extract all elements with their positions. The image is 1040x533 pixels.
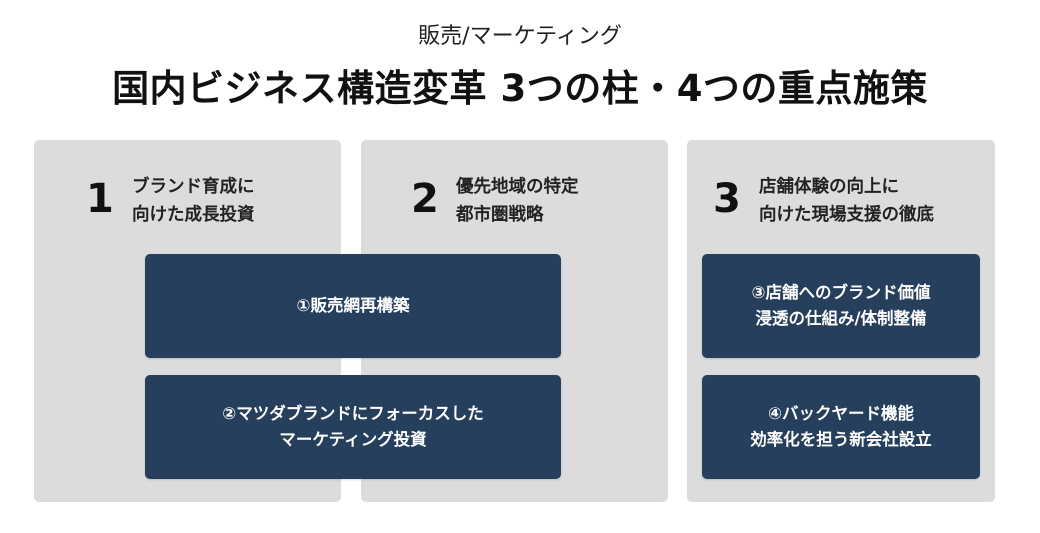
page-subtitle: 販売/マーケティング (418, 24, 622, 49)
measure-label-line: 効率化を担う新会社設立 (750, 430, 932, 449)
measure-label-line: マーケティング投資 (279, 430, 427, 449)
pillar-number: 2 (411, 176, 439, 222)
measure-4-box: ④バックヤード機能 効率化を担う新会社設立 (702, 375, 980, 479)
measure-label-line: ④バックヤード機能 (768, 404, 914, 423)
pillar-label-line: 優先地域の特定 (456, 177, 579, 197)
pillar-label: 店舗体験の向上に 向けた現場支援の徹底 (759, 173, 934, 229)
measure-label-line: ③店舗へのブランド価値 (751, 283, 931, 302)
measure-2-box: ②マツダブランドにフォーカスした マーケティング投資 (145, 375, 561, 479)
pillar-label-line: 都市圏戦略 (456, 205, 544, 225)
measure-label-line: 浸透の仕組み/体制整備 (755, 309, 927, 328)
pillar-label-line: ブランド育成に (132, 177, 255, 197)
pillar-label-line: 店舗体験の向上に (759, 177, 899, 197)
pillar-label: 優先地域の特定 都市圏戦略 (456, 173, 579, 229)
pillar-label-line: 向けた現場支援の徹底 (759, 205, 934, 225)
measure-3-box: ③店舗へのブランド価値 浸透の仕組み/体制整備 (702, 254, 980, 358)
page-title: 国内ビジネス構造変革 3つの柱・4つの重点施策 (112, 67, 928, 110)
pillar-number: 1 (86, 176, 114, 222)
measure-label-line: ②マツダブランドにフォーカスした (222, 404, 484, 423)
pillar-label-line: 向けた成長投資 (132, 205, 255, 225)
measure-label-line: ①販売網再構築 (296, 296, 410, 315)
pillar-label: ブランド育成に 向けた成長投資 (132, 173, 255, 229)
pillar-number: 3 (713, 176, 741, 222)
measure-1-box: ①販売網再構築 (145, 254, 561, 358)
